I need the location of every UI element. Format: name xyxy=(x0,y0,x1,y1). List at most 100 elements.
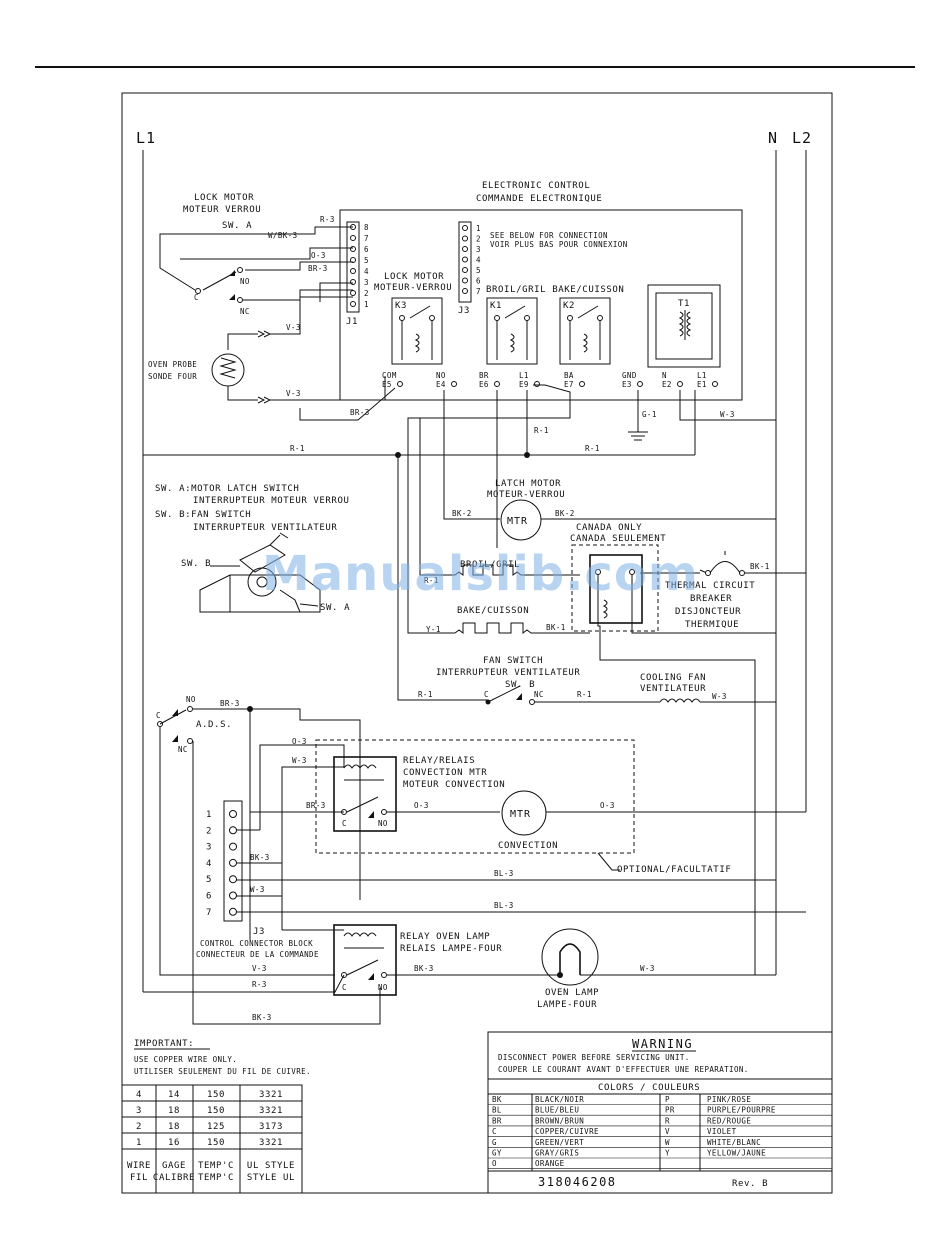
svg-text:O-3: O-3 xyxy=(292,737,307,746)
svg-text:W-3: W-3 xyxy=(292,756,307,765)
lock-motor-relay-label: LOCK MOTOR xyxy=(384,272,444,282)
svg-text:R-1: R-1 xyxy=(534,426,549,435)
connector-block-pin-label: 4 xyxy=(206,859,212,869)
control-terminal-label: COM xyxy=(382,371,397,380)
color-table-cell: C xyxy=(492,1127,497,1136)
svg-text:NO: NO xyxy=(378,983,388,992)
svg-text:NO: NO xyxy=(240,277,250,286)
svg-text:LAMPE-FOUR: LAMPE-FOUR xyxy=(537,1000,597,1010)
rail-n-label: N xyxy=(768,129,778,147)
j3-label: J3 xyxy=(458,306,470,316)
j3-pin xyxy=(462,288,468,294)
wire-table-cell: 3173 xyxy=(259,1122,283,1132)
j1-pin-label: 2 xyxy=(364,289,369,298)
svg-text:K3: K3 xyxy=(395,301,407,311)
svg-text:BK-3: BK-3 xyxy=(414,964,434,973)
svg-text:G-1: G-1 xyxy=(642,410,657,419)
color-table-cell: V xyxy=(665,1127,670,1136)
svg-text:UTILISER SEULEMENT DU FIL DE C: UTILISER SEULEMENT DU FIL DE CUIVRE. xyxy=(134,1067,311,1076)
color-table-cell: G xyxy=(492,1138,497,1147)
j1-pin-label: 5 xyxy=(364,256,369,265)
control-terminal-id: E5 xyxy=(382,380,392,389)
control-box xyxy=(339,209,743,401)
wire-table-header: WIRE xyxy=(127,1161,151,1171)
wire-table-header-fr: TEMP'C xyxy=(198,1173,234,1183)
control-terminal-label: N xyxy=(662,371,667,380)
svg-text:NC: NC xyxy=(240,307,250,316)
svg-text:V-3: V-3 xyxy=(286,389,301,398)
svg-text:BK-1: BK-1 xyxy=(750,562,770,571)
electronic-control: ELECTRONIC CONTROL COMMANDE ELECTRONIQUE… xyxy=(339,181,743,401)
relay-k2: K2 xyxy=(559,297,611,365)
svg-text:W/BK-3: W/BK-3 xyxy=(268,231,298,240)
j1-pin-label: 8 xyxy=(364,223,369,232)
svg-text:V-3: V-3 xyxy=(286,323,301,332)
wire-table-cell: 2 xyxy=(136,1122,142,1132)
control-terminal xyxy=(494,381,500,387)
svg-text:BR-3: BR-3 xyxy=(306,801,326,810)
warning-box: WARNING DISCONNECT POWER BEFORE SERVICIN… xyxy=(487,1031,833,1194)
oven-lamp: W-3 OVEN LAMP LAMPE-FOUR xyxy=(537,928,776,1010)
svg-text:V-3: V-3 xyxy=(252,964,267,973)
control-title: ELECTRONIC CONTROL xyxy=(482,181,590,191)
svg-text:SW. A: SW. A xyxy=(320,603,350,613)
connector-block-pin-label: 2 xyxy=(206,826,212,836)
color-table-cell: ORANGE xyxy=(535,1159,565,1168)
svg-text:MOTEUR-VERROU: MOTEUR-VERROU xyxy=(487,490,565,500)
svg-text:RELAY/RELAIS: RELAY/RELAIS xyxy=(403,756,475,766)
svg-text:WARNING: WARNING xyxy=(632,1037,693,1051)
control-terminal-label: L1 xyxy=(697,371,707,380)
connector-block-pin xyxy=(229,858,237,867)
svg-text:CANADA SEULEMENT: CANADA SEULEMENT xyxy=(570,534,666,544)
color-table-cell: PURPLE/POURPRE xyxy=(707,1106,776,1115)
control-terminal-label: BA xyxy=(564,371,574,380)
rail-l2-label: L2 xyxy=(792,129,812,147)
color-table-cell: RED/ROUGE xyxy=(707,1116,751,1125)
color-table-cell: GY xyxy=(492,1149,502,1158)
svg-text:NC: NC xyxy=(178,745,188,754)
wire-table-cell: 125 xyxy=(207,1122,225,1132)
svg-text:O-3: O-3 xyxy=(414,801,429,810)
wire-table-cell: 14 xyxy=(168,1090,180,1100)
svg-text:BL-3: BL-3 xyxy=(494,901,514,910)
lock-motor-switch: LOCK MOTOR MOTEUR VERROU SW. A R-3 W/BK-… xyxy=(159,193,353,316)
svg-text:INTERRUPTEUR VENTILATEUR: INTERRUPTEUR VENTILATEUR xyxy=(436,668,580,678)
connector-block-pin-label: 5 xyxy=(206,875,212,885)
svg-text:BK-3: BK-3 xyxy=(252,1013,272,1022)
wire-table-header-fr: STYLE UL xyxy=(247,1173,295,1183)
svg-text:BR-3: BR-3 xyxy=(350,408,370,417)
j3-pin-label: 6 xyxy=(476,277,481,286)
diagram-frame xyxy=(121,92,833,1194)
svg-text:A.D.S.: A.D.S. xyxy=(196,720,232,730)
svg-text:W-3: W-3 xyxy=(720,410,735,419)
svg-text:MTR: MTR xyxy=(510,809,531,820)
svg-text:BREAKER: BREAKER xyxy=(690,594,732,604)
svg-text:RELAIS LAMPE-FOUR: RELAIS LAMPE-FOUR xyxy=(400,944,502,954)
wire-table-cell: 3321 xyxy=(259,1138,283,1148)
svg-text:NC: NC xyxy=(534,690,544,699)
control-terminal xyxy=(397,381,403,387)
control-terminal xyxy=(451,381,457,387)
svg-text:SONDE FOUR: SONDE FOUR xyxy=(148,372,197,381)
wire-table-header: UL STYLE xyxy=(247,1161,295,1171)
svg-text:R-1: R-1 xyxy=(585,444,600,453)
svg-text:THERMIQUE: THERMIQUE xyxy=(685,620,739,630)
oven-probe: V-3 OVEN PROBE SONDE FOUR V-3 xyxy=(148,296,386,404)
j3-pin xyxy=(462,225,468,231)
j3-pin xyxy=(462,267,468,273)
j1-pin-label: 6 xyxy=(364,245,369,254)
svg-text:K1: K1 xyxy=(490,301,502,311)
svg-text:O-3: O-3 xyxy=(311,251,326,260)
svg-text:R-1: R-1 xyxy=(577,690,592,699)
svg-text:BK-3: BK-3 xyxy=(250,853,270,862)
svg-text:R-1: R-1 xyxy=(424,576,439,585)
j1-pin xyxy=(350,290,356,296)
j3-pin xyxy=(462,235,468,242)
color-table-cell: YELLOW/JAUNE xyxy=(707,1149,766,1158)
j3-pin-label: 3 xyxy=(476,245,481,254)
svg-text:C: C xyxy=(484,690,489,699)
svg-text:W-3: W-3 xyxy=(640,964,655,973)
